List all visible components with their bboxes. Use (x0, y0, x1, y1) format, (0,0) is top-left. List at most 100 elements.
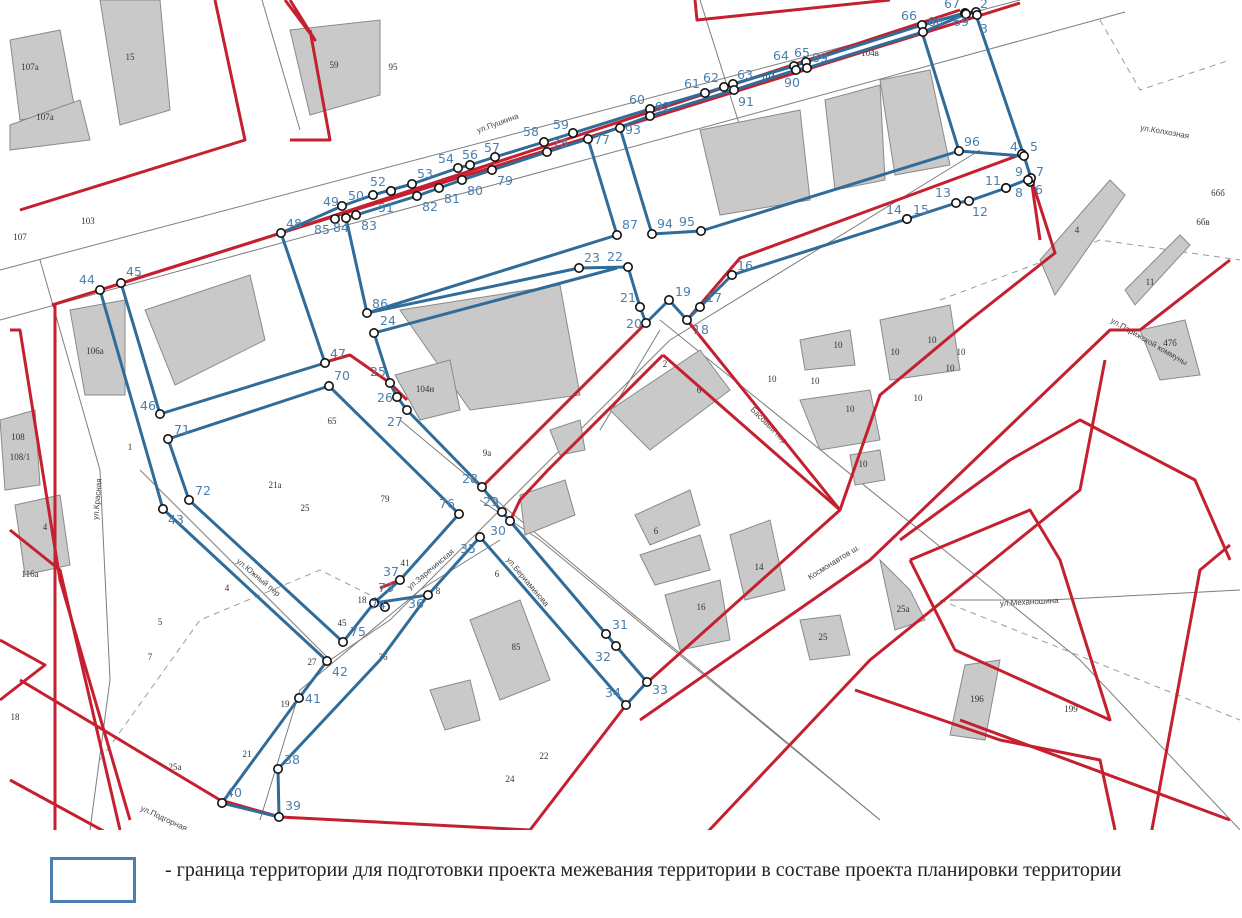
boundary-point-marker[interactable] (452, 163, 463, 174)
boundary-point-marker[interactable] (681, 314, 692, 325)
boundary-point-marker[interactable] (394, 574, 405, 585)
boundary-point-marker[interactable] (917, 26, 928, 37)
boundary-point-marker[interactable] (538, 137, 549, 148)
boundary-point-marker[interactable] (273, 811, 284, 822)
boundary-point-marker[interactable] (350, 210, 361, 221)
boundary-point-marker[interactable] (323, 380, 334, 391)
boundary-point-marker[interactable] (541, 147, 552, 158)
boundary-point-marker[interactable] (634, 301, 645, 312)
boundary-point-marker[interactable] (411, 191, 422, 202)
street-name: Космонавтов ш. (806, 543, 861, 582)
boundary-point-marker[interactable] (476, 481, 487, 492)
boundary-point-marker[interactable] (155, 408, 166, 419)
boundary-point-marker[interactable] (368, 327, 379, 338)
boundary-point-marker[interactable] (391, 391, 402, 402)
boundary-point-number: 14 (886, 202, 902, 217)
boundary-point-marker[interactable] (496, 506, 507, 517)
boundary-point-marker[interactable] (699, 88, 710, 99)
boundary-point-marker[interactable] (901, 214, 912, 225)
boundary-point-number: 59 (553, 117, 569, 132)
boundary-point-marker[interactable] (646, 229, 657, 240)
boundary-point-number: 8 (1015, 185, 1023, 200)
boundary-point-marker[interactable] (489, 152, 500, 163)
boundary-point-marker[interactable] (971, 10, 982, 20)
boundary-point-marker[interactable] (453, 508, 464, 519)
street-name: ул.Красная (91, 478, 104, 520)
boundary-point-marker[interactable] (321, 655, 332, 666)
red-line-boundary (685, 152, 1023, 321)
boundary-point-marker[interactable] (663, 294, 674, 305)
boundary-point-marker[interactable] (361, 307, 372, 318)
boundary-point-marker[interactable] (422, 589, 433, 600)
boundary-point-marker[interactable] (611, 230, 622, 241)
boundary-point-marker[interactable] (640, 317, 651, 328)
boundary-point-marker[interactable] (379, 601, 390, 612)
building-number: 19 (281, 699, 291, 709)
boundary-point-marker[interactable] (790, 65, 801, 76)
boundary-point-marker[interactable] (600, 628, 611, 639)
boundary-point-marker[interactable] (695, 226, 706, 237)
boundary-point-marker[interactable] (1018, 151, 1029, 162)
boundary-point-marker[interactable] (963, 196, 974, 207)
boundary-point-marker[interactable] (486, 165, 497, 176)
building-number: 4 (1075, 225, 1080, 235)
boundary-point-marker[interactable] (694, 301, 705, 312)
building (519, 479, 576, 536)
survey-territory-boundary (119, 232, 327, 416)
boundary-point-marker[interactable] (163, 433, 174, 444)
boundary-point-marker[interactable] (1000, 183, 1011, 194)
boundary-point-marker[interactable] (464, 160, 475, 171)
boundary-point-number: 95 (679, 214, 695, 229)
boundary-point-marker[interactable] (726, 269, 737, 280)
boundary-point-marker[interactable] (622, 261, 633, 272)
boundary-point-marker[interactable] (433, 183, 444, 194)
boundary-point-marker[interactable] (384, 377, 395, 388)
boundary-point-marker[interactable] (95, 284, 106, 295)
boundary-point-marker[interactable] (644, 111, 655, 122)
boundary-point-marker[interactable] (217, 797, 228, 808)
building-number: 18 (358, 595, 368, 605)
boundary-point-number: 83 (361, 218, 377, 233)
boundary-point-marker[interactable] (474, 531, 485, 542)
boundary-point-marker[interactable] (504, 515, 515, 526)
boundary-point-marker[interactable] (620, 699, 631, 710)
red-line-boundary (0, 638, 47, 702)
boundary-point-marker[interactable] (610, 640, 621, 651)
boundary-point-marker[interactable] (573, 262, 584, 273)
boundary-point-marker[interactable] (293, 692, 304, 703)
boundary-point-number: 54 (438, 151, 454, 166)
boundary-point-marker[interactable] (614, 123, 625, 134)
boundary-point-marker[interactable] (368, 597, 379, 608)
boundary-point-marker[interactable] (158, 503, 169, 514)
building (429, 679, 481, 731)
boundary-point-marker[interactable] (641, 676, 652, 687)
boundary-point-marker[interactable] (385, 186, 396, 197)
boundary-point-marker[interactable] (1022, 175, 1033, 186)
survey-territory-boundary (166, 384, 461, 644)
boundary-point-marker[interactable] (336, 201, 347, 212)
boundary-point-marker[interactable] (960, 9, 971, 19)
boundary-point-marker[interactable] (406, 179, 417, 190)
boundary-point-marker[interactable] (950, 198, 961, 209)
boundary-point-marker[interactable] (718, 82, 729, 93)
boundary-point-marker[interactable] (275, 228, 286, 239)
boundary-point-marker[interactable] (801, 62, 812, 73)
boundary-point-marker[interactable] (582, 134, 593, 145)
boundary-point-marker[interactable] (329, 214, 340, 225)
boundary-point-marker[interactable] (728, 85, 739, 96)
boundary-point-number: 21 (620, 290, 636, 305)
boundary-point-number: 73 (378, 580, 394, 595)
boundary-point-marker[interactable] (953, 146, 964, 157)
boundary-point-marker[interactable] (337, 636, 348, 647)
boundary-point-marker[interactable] (340, 213, 351, 224)
boundary-point-marker[interactable] (367, 190, 378, 201)
boundary-point-marker[interactable] (567, 128, 578, 139)
boundary-point-marker[interactable] (184, 494, 195, 505)
boundary-point-marker[interactable] (116, 277, 127, 288)
boundary-point-marker[interactable] (319, 357, 330, 368)
boundary-point-marker[interactable] (456, 175, 467, 186)
boundary-point-marker[interactable] (401, 404, 412, 415)
boundary-point-marker[interactable] (272, 763, 283, 774)
